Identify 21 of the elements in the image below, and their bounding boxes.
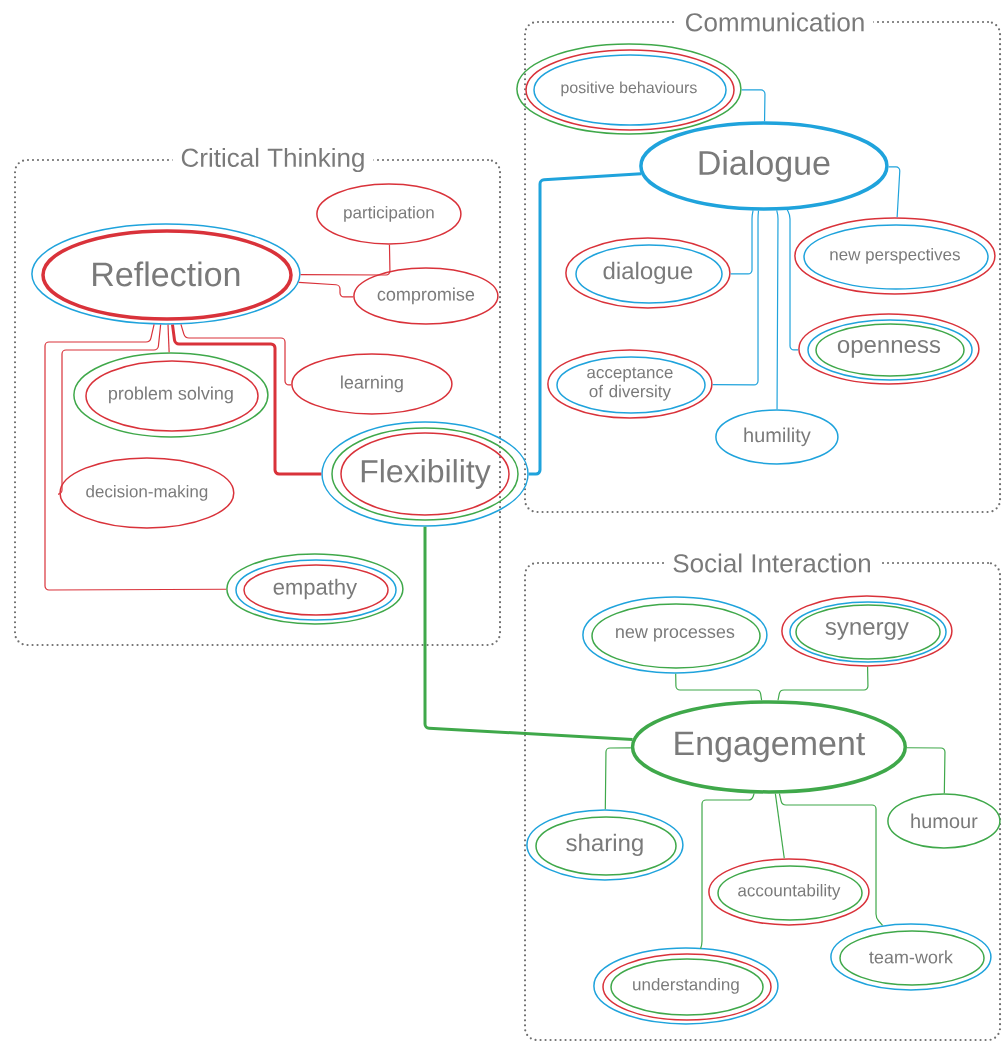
connector-line (741, 89, 766, 122)
connector-line (906, 747, 946, 794)
connector-line (44, 323, 227, 591)
connector-line (730, 209, 754, 275)
connector-line (604, 747, 632, 810)
connector-line (57, 324, 162, 495)
connector-line (675, 673, 763, 701)
connector-line (778, 792, 884, 926)
connector-line (774, 793, 785, 859)
connector-line (712, 210, 760, 386)
connector-line (786, 209, 799, 351)
connector-line (180, 323, 292, 386)
connector-line (699, 792, 755, 950)
connector-line (423, 526, 633, 741)
connector-line (777, 666, 869, 701)
connector-line (171, 324, 322, 476)
connector-line (528, 172, 642, 476)
connector-line (298, 281, 354, 298)
connector-line (167, 324, 170, 353)
connector-line (300, 244, 391, 276)
connector-line (776, 209, 779, 410)
